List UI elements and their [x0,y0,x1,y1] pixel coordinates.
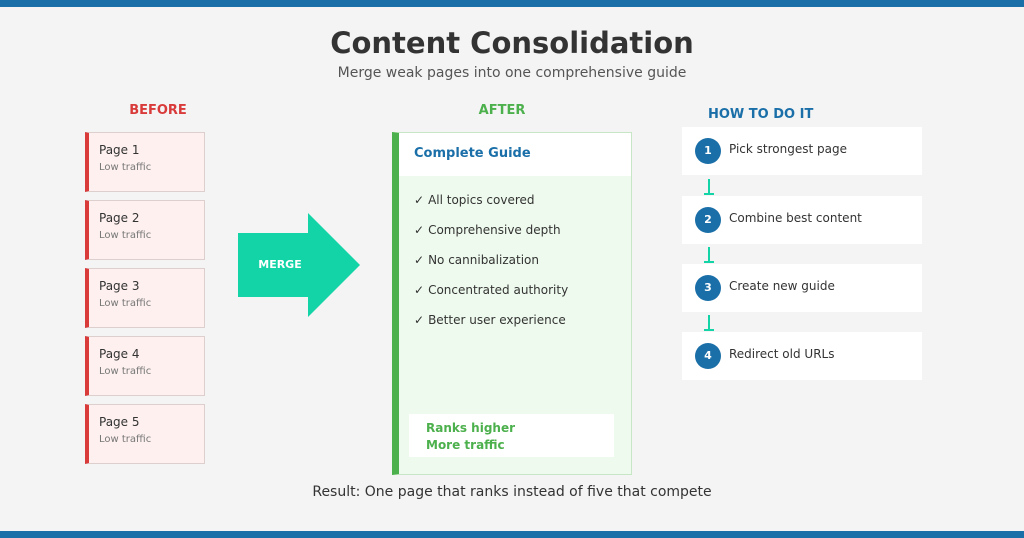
step-label: Combine best content [729,211,862,225]
step-number-badge: 3 [695,275,721,301]
page-card-name: Page 5 [99,415,140,429]
step-card-1: 1 Pick strongest page [682,127,922,175]
step-card-2: 2 Combine best content [682,196,922,244]
result-footnote: Result: One page that ranks instead of f… [312,484,712,500]
step-label: Create new guide [729,279,835,293]
checkmark-icon: ✓ [414,223,425,237]
result-line-ranks: Ranks higher [426,421,516,435]
list-item: ✓Better user experience [414,313,568,343]
step-number-badge: 4 [695,343,721,369]
benefit-list: ✓All topics covered ✓Comprehensive depth… [414,193,568,343]
page-card-3: Page 3 Low traffic [85,268,205,328]
benefit-text: Concentrated authority [428,283,569,297]
list-item: ✓Comprehensive depth [414,223,568,253]
top-accent-bar [0,0,1024,7]
page-card-name: Page 4 [99,347,140,361]
step-label: Pick strongest page [729,142,847,156]
bottom-accent-bar [0,531,1024,538]
connector-arrow-icon [704,315,714,331]
benefit-text: All topics covered [428,193,535,207]
benefit-text: No cannibalization [428,253,539,267]
page-card-4: Page 4 Low traffic [85,336,205,396]
complete-guide-box: Complete Guide ✓All topics covered ✓Comp… [392,132,632,475]
step-label: Redirect old URLs [729,347,835,361]
page-card-2: Page 2 Low traffic [85,200,205,260]
step-card-4: 4 Redirect old URLs [682,332,922,380]
after-heading: AFTER [478,103,526,118]
page-card-name: Page 3 [99,279,140,293]
checkmark-icon: ✓ [414,253,425,267]
page-card-traffic: Low traffic [99,434,152,445]
page-card-name: Page 2 [99,211,140,225]
list-item: ✓All topics covered [414,193,568,223]
step-number-badge: 1 [695,138,721,164]
benefit-text: Better user experience [428,313,566,327]
page-card-1: Page 1 Low traffic [85,132,205,192]
guide-title: Complete Guide [399,133,631,176]
merge-arrow-icon [238,213,360,317]
list-item: ✓No cannibalization [414,253,568,283]
merge-label: MERGE [258,258,302,271]
checkmark-icon: ✓ [414,283,425,297]
result-line-traffic: More traffic [426,438,505,452]
step-number-badge: 2 [695,207,721,233]
page-card-traffic: Low traffic [99,366,152,377]
connector-arrow-icon [704,179,714,195]
page-title: Content Consolidation [330,26,694,60]
page-card-5: Page 5 Low traffic [85,404,205,464]
result-box: Ranks higher More traffic [409,414,614,457]
page-card-traffic: Low traffic [99,298,152,309]
how-to-heading: HOW TO DO IT [708,107,814,122]
step-card-3: 3 Create new guide [682,264,922,312]
benefit-text: Comprehensive depth [428,223,561,237]
page-card-traffic: Low traffic [99,230,152,241]
list-item: ✓Concentrated authority [414,283,568,313]
page-card-name: Page 1 [99,143,140,157]
page-subtitle: Merge weak pages into one comprehensive … [337,65,687,81]
page-card-traffic: Low traffic [99,162,152,173]
checkmark-icon: ✓ [414,313,425,327]
before-heading: BEFORE [129,103,187,118]
connector-arrow-icon [704,247,714,263]
checkmark-icon: ✓ [414,193,425,207]
